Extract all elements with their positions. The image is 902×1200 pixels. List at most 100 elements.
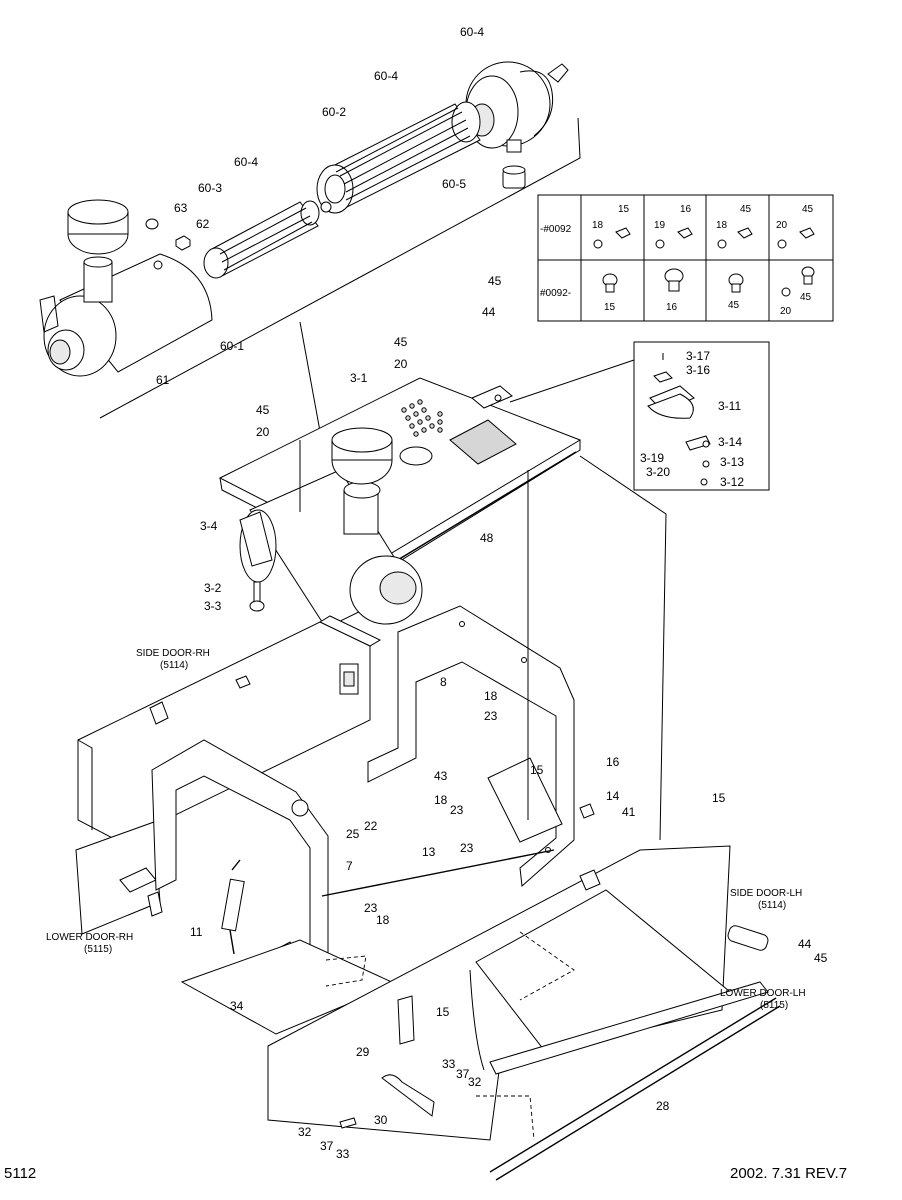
inset-cell-number: 16 xyxy=(666,302,678,313)
callout-61: 61 xyxy=(156,373,170,387)
callout-37: 37 xyxy=(320,1139,334,1153)
callout-3-1: 3-1 xyxy=(350,371,368,385)
muffler-assembly xyxy=(239,427,423,629)
inset-cell-number: 18 xyxy=(716,220,728,231)
callout-15: 15 xyxy=(712,791,726,805)
callout-18: 18 xyxy=(484,689,498,703)
callout-32: 32 xyxy=(468,1075,482,1089)
callout-8: 8 xyxy=(440,675,447,689)
callout-labels: 60-4 60-4 60-2 60-4 60-5 60-3 63 62 60-1… xyxy=(156,25,828,1161)
callout-44: 44 xyxy=(482,305,496,319)
revision-date: 2002. 7.31 REV.7 xyxy=(730,1165,847,1182)
callout-3-2: 3-2 xyxy=(204,581,222,595)
callout-32: 32 xyxy=(298,1125,312,1139)
air-cleaner-assembly xyxy=(39,61,581,487)
gas-strut xyxy=(221,859,245,955)
callout-3-11: 3-11 xyxy=(718,399,741,413)
callout-60-3: 60-3 xyxy=(198,181,222,195)
inner-filter-element xyxy=(203,200,332,279)
callout-62: 62 xyxy=(196,217,210,231)
callout-3-16: 3-16 xyxy=(686,363,710,377)
callout-41: 41 xyxy=(622,805,636,819)
inset-cell-number: 45 xyxy=(802,204,814,215)
callout-15: 15 xyxy=(530,763,544,777)
callout-20: 20 xyxy=(394,357,408,371)
callout-3-3: 3-3 xyxy=(204,599,222,613)
callout-23: 23 xyxy=(450,803,464,817)
callout-48: 48 xyxy=(480,531,494,545)
inset-cell-number: 45 xyxy=(728,300,740,311)
callout-3-20: 3-20 xyxy=(646,465,670,479)
callout-18: 18 xyxy=(376,913,390,927)
lower-door-rh xyxy=(75,821,163,935)
callout-45: 45 xyxy=(814,951,828,965)
callout-3-12: 3-12 xyxy=(720,475,744,489)
inset-cell-number: 45 xyxy=(800,292,812,303)
callout-22: 22 xyxy=(364,819,378,833)
callout-13: 13 xyxy=(422,845,436,859)
inset-cell-number: 20 xyxy=(776,220,788,231)
callout-14: 14 xyxy=(606,789,620,803)
callout-25: 25 xyxy=(346,827,360,841)
hood-grille xyxy=(449,419,517,465)
callout-33: 33 xyxy=(442,1057,456,1071)
callout-23: 23 xyxy=(364,901,378,915)
callout-60-2: 60-2 xyxy=(322,105,346,119)
door-label-side-lh-ref: (5114) xyxy=(758,900,786,911)
door-label-side-rh-ref: (5114) xyxy=(160,660,188,671)
hidden-line xyxy=(476,1095,535,1141)
bracket xyxy=(397,995,415,1045)
door-label-side-rh: SIDE DOOR-RH xyxy=(136,648,210,659)
variant-inset-table: -#0092 #0092- 18 15 19 16 18 45 20 45 15… xyxy=(537,194,834,322)
inset-cell-number: 19 xyxy=(654,220,666,231)
callout-23: 23 xyxy=(484,709,498,723)
callout-33: 33 xyxy=(336,1147,350,1161)
callout-60-1: 60-1 xyxy=(220,339,244,353)
callout-23: 23 xyxy=(460,841,474,855)
callout-34: 34 xyxy=(230,999,244,1013)
support-rod xyxy=(321,849,555,897)
hidden-line xyxy=(519,931,575,1001)
callout-16: 16 xyxy=(606,755,620,769)
callout-37: 37 xyxy=(456,1067,470,1081)
inset-cell-number: 18 xyxy=(592,220,604,231)
rear-frame xyxy=(367,605,595,888)
callout-11: 11 xyxy=(190,925,203,939)
callout-29: 29 xyxy=(356,1045,370,1059)
callout-15: 15 xyxy=(436,1005,450,1019)
leader-line xyxy=(579,455,667,841)
callout-3-4: 3-4 xyxy=(200,519,218,533)
hidden-line xyxy=(325,955,367,987)
door-label-side-lh: SIDE DOOR-LH xyxy=(730,888,802,899)
latch-detail-box xyxy=(509,341,770,491)
door-label-lower-rh-ref: (5115) xyxy=(84,944,112,955)
callout-20: 20 xyxy=(256,425,270,439)
cover-end-part xyxy=(465,61,569,189)
callout-3-14: 3-14 xyxy=(718,435,742,449)
door-labels: SIDE DOOR-RH (5114) LOWER DOOR-RH (5115)… xyxy=(46,648,806,1011)
callout-43: 43 xyxy=(434,769,448,783)
callout-3-13: 3-13 xyxy=(720,455,744,469)
door-label-lower-rh: LOWER DOOR-RH xyxy=(46,932,133,943)
side-door-lh xyxy=(267,845,781,1181)
callout-60-4: 60-4 xyxy=(234,155,258,169)
bolt-and-washer-parts xyxy=(145,218,191,251)
callout-3-17: 3-17 xyxy=(686,349,710,363)
callout-28: 28 xyxy=(656,1099,670,1113)
inset-cell-number: 16 xyxy=(680,204,692,215)
hinge-bracket xyxy=(381,1074,435,1117)
air-cleaner-boundary-line xyxy=(99,117,581,419)
callout-60-4: 60-4 xyxy=(460,25,484,39)
callout-30: 30 xyxy=(374,1113,388,1127)
callout-18: 18 xyxy=(434,793,448,807)
vent-holes xyxy=(401,399,443,437)
callout-3-19: 3-19 xyxy=(640,451,664,465)
side-door-rh xyxy=(77,615,382,843)
callout-44: 44 xyxy=(798,937,812,951)
callout-60-5: 60-5 xyxy=(442,177,466,191)
callout-60-4: 60-4 xyxy=(374,69,398,83)
door-label-lower-lh: LOWER DOOR-LH xyxy=(720,988,806,999)
callout-45: 45 xyxy=(256,403,270,417)
outer-filter-element xyxy=(316,101,481,214)
